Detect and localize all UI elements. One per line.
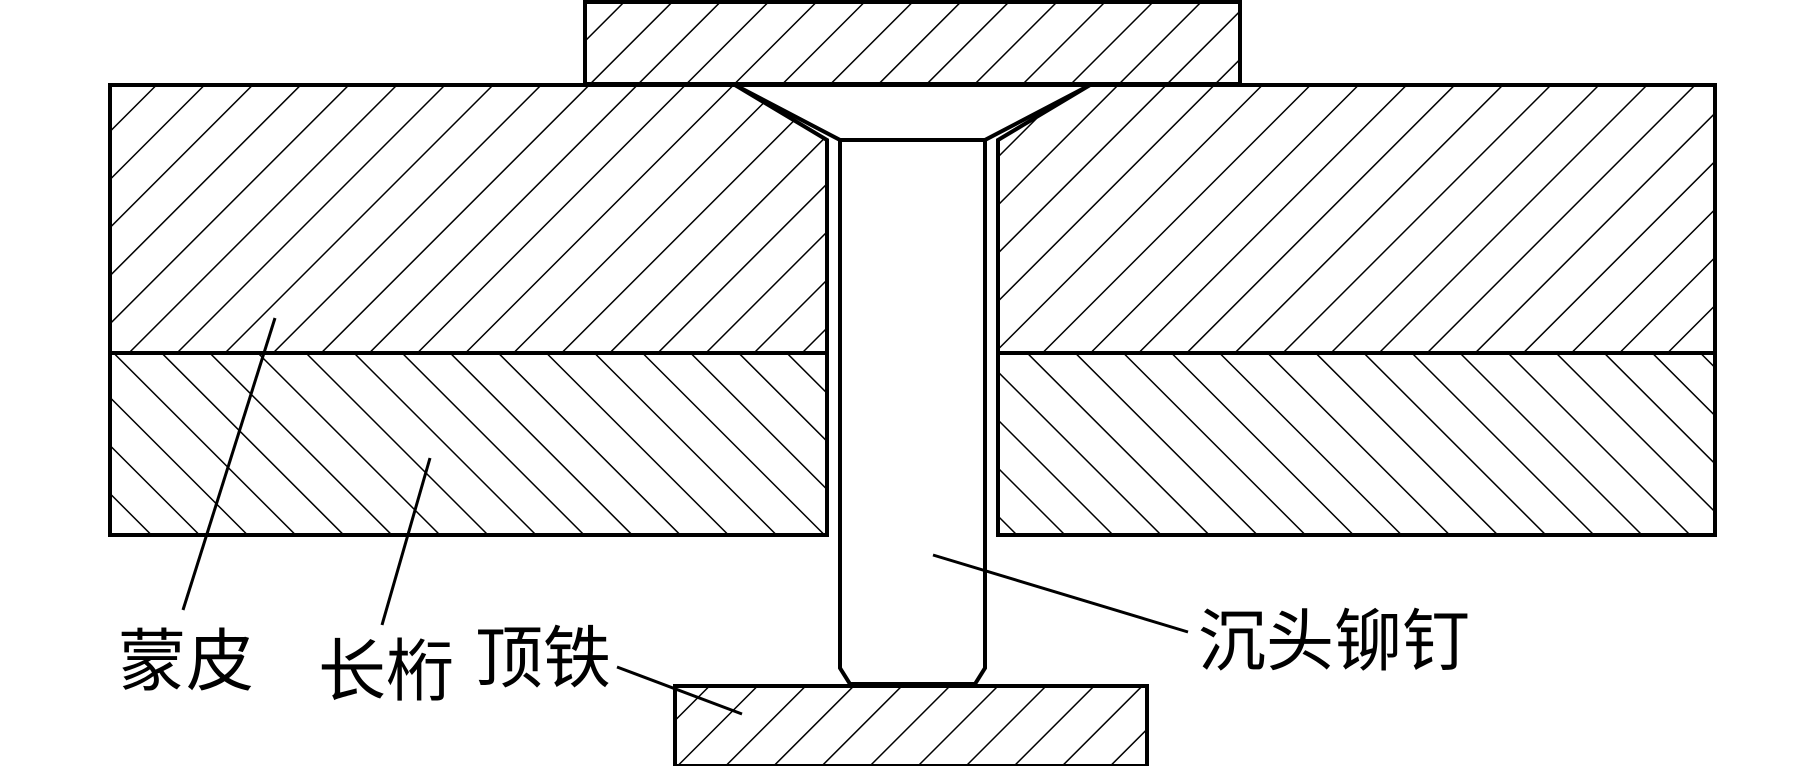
stringer-plate-left: [108, 351, 829, 537]
leader-line-bucking-bar: [616, 665, 743, 716]
top-backing-block: [583, 0, 1242, 86]
skin-plate-left: [108, 83, 829, 355]
leader-line-rivet: [932, 553, 1189, 634]
stringer-plate-right: [996, 351, 1717, 537]
leader-line-skin: [181, 317, 277, 611]
leader-line-stringer: [380, 457, 432, 626]
label-bucking-bar: 顶铁: [475, 620, 611, 699]
bucking-bar-block: [673, 684, 1149, 766]
label-skin: 蒙皮: [118, 623, 254, 702]
label-stringer: 长桁: [318, 633, 454, 712]
skin-plate-right: [996, 83, 1717, 355]
label-countersunk-rivet: 沉头铆钉: [1198, 603, 1470, 682]
